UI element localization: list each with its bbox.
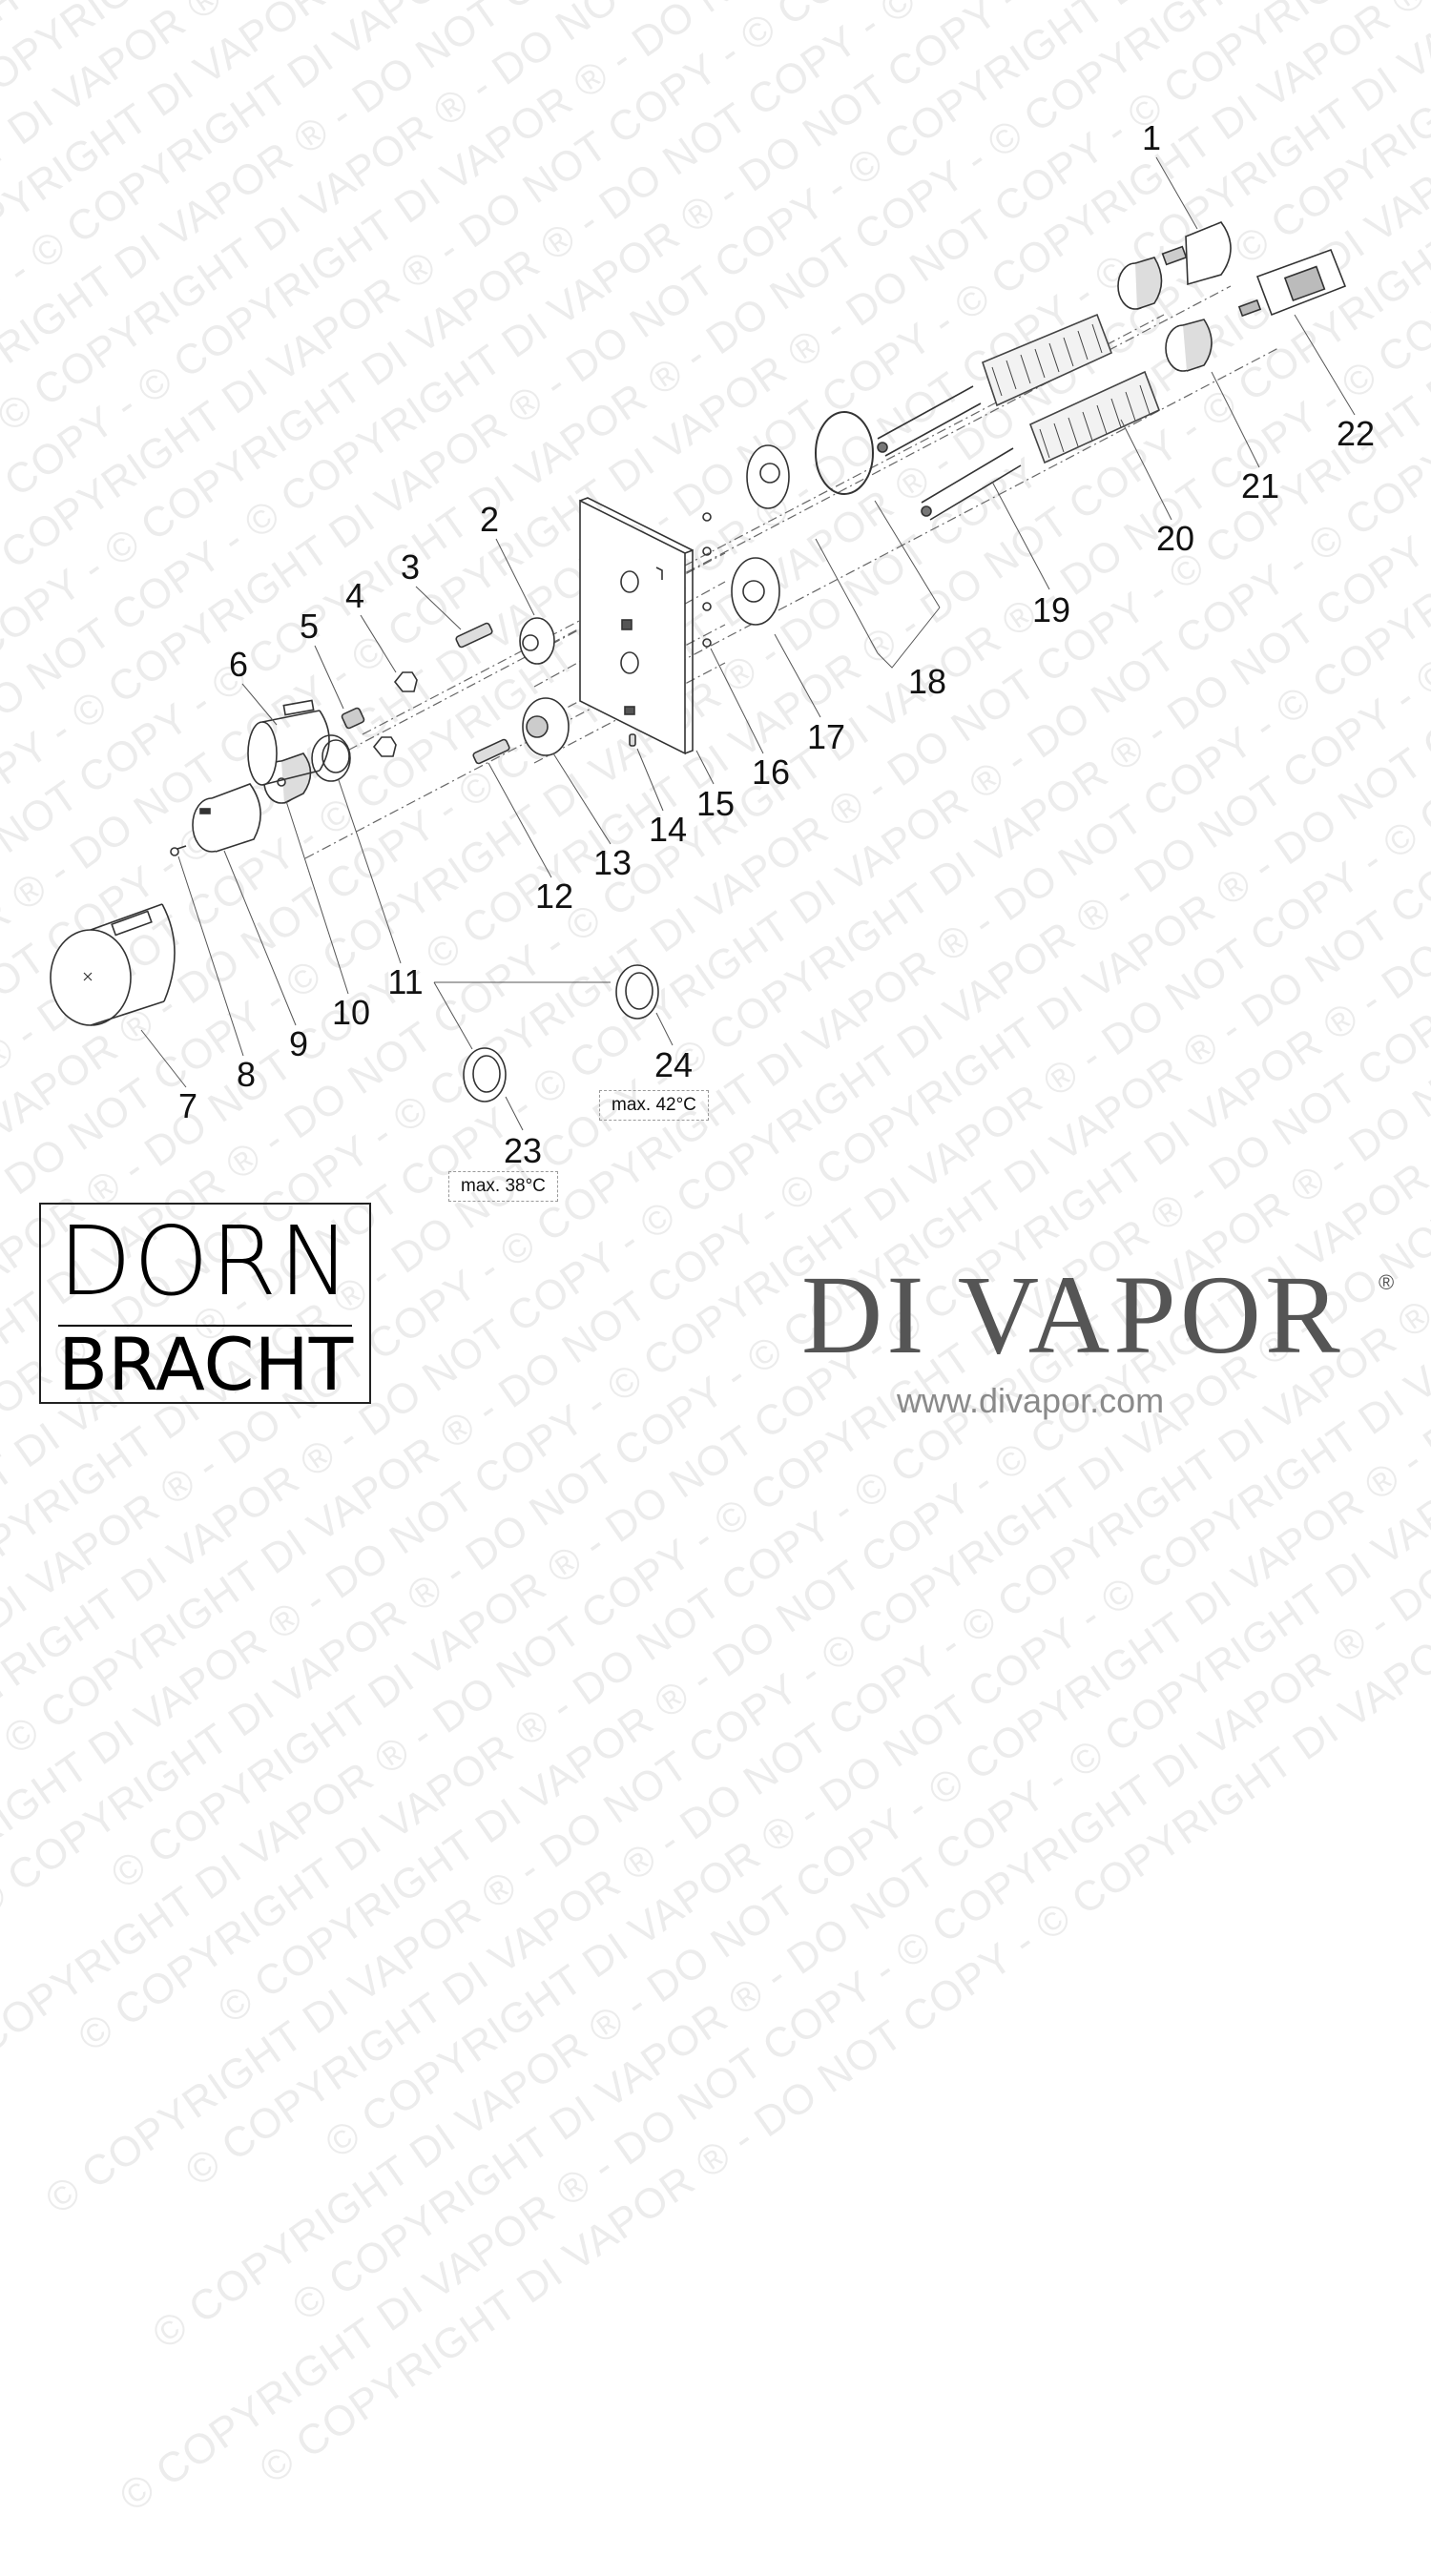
part-2-cartridge bbox=[519, 617, 555, 665]
part-label-24: 24 bbox=[653, 1045, 694, 1084]
logo-line-1: DORN bbox=[58, 1206, 352, 1317]
part-17-rosettes bbox=[731, 444, 790, 626]
assembly-axis-lines bbox=[304, 285, 1279, 859]
part-label-22: 22 bbox=[1336, 414, 1376, 453]
part-label-8: 8 bbox=[236, 1055, 257, 1094]
part-14-pin bbox=[629, 733, 636, 747]
logo-divider bbox=[58, 1325, 352, 1327]
small-nut-lower bbox=[372, 736, 397, 757]
part-4-nut bbox=[393, 671, 418, 692]
part-19-extensions bbox=[877, 385, 1022, 521]
part-label-17: 17 bbox=[806, 717, 846, 756]
part-9-adapter bbox=[192, 783, 261, 853]
part-24-ring bbox=[615, 964, 659, 1020]
part-label-16: 16 bbox=[751, 752, 791, 792]
part-label-1: 1 bbox=[1141, 118, 1162, 157]
part-16-screws bbox=[702, 512, 712, 648]
part-label-5: 5 bbox=[299, 607, 320, 646]
part-label-10: 10 bbox=[331, 993, 371, 1032]
part-12-spindle bbox=[472, 738, 510, 765]
temp-limit-23: max. 38°C bbox=[448, 1171, 558, 1202]
part-label-4: 4 bbox=[344, 576, 365, 615]
part-13-cartridge bbox=[522, 697, 570, 756]
part-label-23: 23 bbox=[503, 1131, 543, 1170]
part-label-19: 19 bbox=[1031, 590, 1071, 629]
part-21-nuts bbox=[1117, 257, 1213, 372]
part-15-cover-plate bbox=[579, 497, 694, 755]
part-6-sleeve bbox=[247, 699, 330, 786]
part-label-14: 14 bbox=[648, 810, 688, 849]
part-label-3: 3 bbox=[400, 547, 421, 587]
logo-line-2: BRACHT bbox=[58, 1322, 354, 1407]
part-18-seal bbox=[815, 411, 874, 495]
part-label-7: 7 bbox=[177, 1086, 198, 1125]
dornbracht-logo: DORN BRACHT bbox=[39, 1203, 371, 1404]
part-8-screw bbox=[170, 845, 187, 856]
exploded-parts-drawing bbox=[50, 156, 1356, 1131]
part-11-nut bbox=[311, 734, 351, 782]
registered-mark: ® bbox=[1379, 1270, 1395, 1294]
divapor-logo: DI VAPOR bbox=[801, 1252, 1344, 1377]
part-label-6: 6 bbox=[228, 645, 249, 684]
part-label-12: 12 bbox=[534, 876, 574, 916]
part-5-insert bbox=[341, 707, 365, 730]
divapor-url-link[interactable]: www.divapor.com bbox=[897, 1381, 1165, 1420]
part-label-13: 13 bbox=[592, 843, 633, 882]
part-label-15: 15 bbox=[695, 784, 736, 823]
part-label-11: 11 bbox=[387, 962, 424, 1001]
part-23-ring bbox=[463, 1047, 507, 1103]
part-1-cartridge bbox=[1161, 221, 1232, 286]
part-3-spindle bbox=[455, 622, 493, 649]
part-label-18: 18 bbox=[907, 662, 947, 701]
part-7-handle bbox=[50, 903, 176, 1026]
part-20-threaded-sleeves bbox=[982, 313, 1161, 464]
part-22-thermostat-cartridge bbox=[1237, 248, 1347, 318]
part-label-20: 20 bbox=[1155, 519, 1195, 558]
part-label-9: 9 bbox=[288, 1024, 309, 1063]
part-label-2: 2 bbox=[479, 500, 500, 539]
part-label-21: 21 bbox=[1240, 466, 1280, 505]
leader-lines bbox=[140, 156, 1356, 1131]
temp-limit-24: max. 42°C bbox=[599, 1090, 709, 1121]
